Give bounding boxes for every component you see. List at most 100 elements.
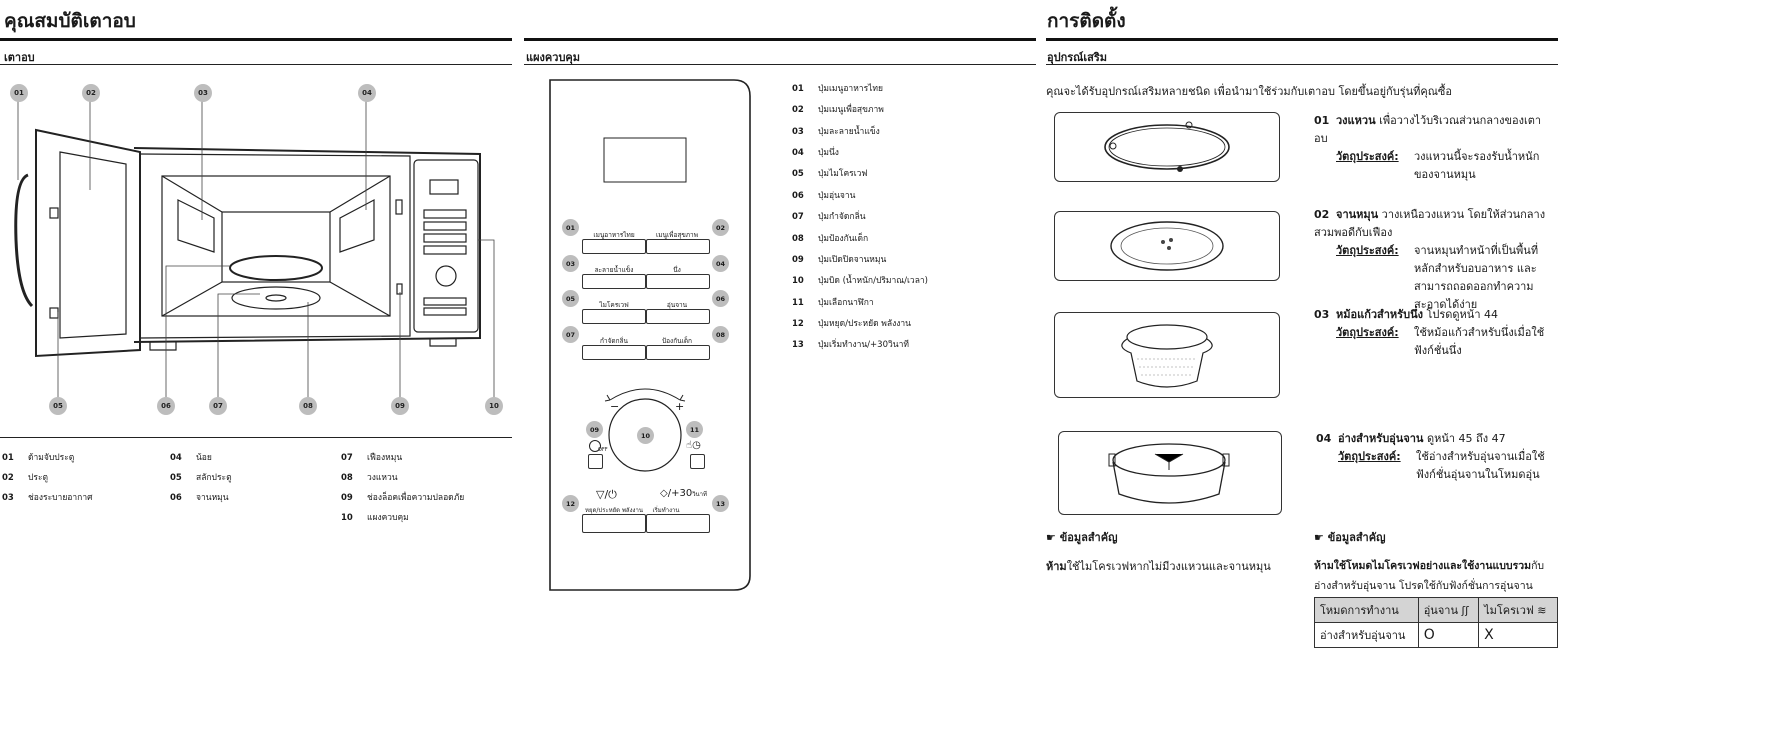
panel-callout-03: 03 — [562, 255, 579, 272]
defrost-button[interactable] — [582, 274, 646, 289]
dial-plus: + — [675, 400, 685, 413]
callout-05: 05 — [49, 397, 67, 415]
table-header: โหมดการทำงาน — [1314, 597, 1419, 623]
callout-10: 10 — [485, 397, 503, 415]
off-label: OFF — [598, 447, 608, 453]
steam-icon: ʃʃ — [1461, 604, 1469, 617]
panel-callout-04: 04 — [712, 255, 729, 272]
steam-button[interactable] — [646, 274, 710, 289]
microwave-icon: ≋ — [1537, 604, 1547, 617]
panel-button-label: ละลายน้ำแข็ง — [594, 266, 634, 274]
table-cell: O — [1417, 622, 1480, 648]
subtitle-rule — [524, 64, 1036, 65]
legend-rule — [0, 437, 512, 438]
section-subtitle-panel: แผงควบคุม — [526, 51, 581, 64]
callout-01: 01 — [10, 84, 28, 102]
callout-04: 04 — [358, 84, 376, 102]
control-panel-outline — [549, 79, 751, 591]
subtitle-rule — [1046, 64, 1558, 65]
title-rule — [524, 38, 1036, 41]
turntable-icon — [589, 440, 601, 452]
panel-callout-08: 08 — [712, 326, 729, 343]
callout-07: 07 — [209, 397, 227, 415]
turntable-image — [1054, 211, 1280, 281]
panel-callout-09: 09 — [586, 421, 603, 438]
table-cell: X — [1478, 622, 1558, 648]
stop-eco-label: หยุด/ประหยัด พลังงาน — [585, 507, 643, 514]
section-subtitle-accessories: อุปกรณ์เสริม — [1047, 51, 1107, 64]
start-plus30-label: ◇/+30วินาที — [660, 488, 707, 499]
panel-callout-10: 10 — [637, 427, 654, 444]
panel-callout-11: 11 — [686, 421, 703, 438]
deodorize-button[interactable] — [582, 345, 646, 360]
callout-08: 08 — [299, 397, 317, 415]
panel-button-label: ไมโครเวฟ — [599, 301, 629, 309]
page-title-installation: การติดตั้ง — [1047, 10, 1126, 32]
healthy-menu-button[interactable] — [646, 239, 710, 254]
stop-eco-icon: ▽/⏻ — [596, 488, 617, 501]
table-header: อุ่นจาน ʃʃ — [1417, 597, 1480, 623]
panel-callout-01: 01 — [562, 219, 579, 236]
dial-minus: − — [610, 400, 620, 413]
pointing-hand-icon: ☛ — [1314, 531, 1328, 544]
start-button[interactable] — [646, 514, 710, 533]
clock-button[interactable] — [690, 454, 705, 469]
panel-button-label: เมนูเพื่อสุขภาพ — [656, 231, 698, 239]
panel-callout-05: 05 — [562, 290, 579, 307]
mode-compatibility-table: โหมดการทำงาน อุ่นจาน ʃʃ ไมโครเวฟ ≋ อ่างส… — [1314, 597, 1558, 648]
microwave-button[interactable] — [582, 309, 646, 324]
child-lock-button[interactable] — [646, 345, 710, 360]
stop-eco-button[interactable] — [582, 514, 646, 533]
ring-image — [1054, 112, 1280, 182]
thai-menu-button[interactable] — [582, 239, 646, 254]
panel-callout-13: 13 — [712, 495, 729, 512]
panel-button-label: อุ่นจาน — [666, 301, 688, 309]
callout-09: 09 — [391, 397, 409, 415]
clock-icon: ☝◷ — [686, 440, 701, 451]
note-heading-1: ☛ ข้อมูลสำคัญ — [1046, 531, 1118, 544]
panel-callout-06: 06 — [712, 290, 729, 307]
plate-warm-button[interactable] — [646, 309, 710, 324]
subtitle-rule — [0, 64, 512, 65]
accessories-intro: คุณจะได้รับอุปกรณ์เสริมหลายชนิด เพื่อนำม… — [1046, 85, 1452, 98]
turntable-on-off-button[interactable] — [588, 454, 603, 469]
callout-03: 03 — [194, 84, 212, 102]
plate-warmer-bowl-image — [1058, 431, 1282, 515]
start-label: เริ่มทำงาน — [652, 507, 680, 514]
panel-button-label: กำจัดกลิ่น — [600, 337, 628, 345]
panel-button-label: นึ่ง — [673, 266, 681, 274]
note-heading-2: ☛ ข้อมูลสำคัญ — [1314, 531, 1386, 544]
title-rule — [1046, 38, 1558, 41]
panel-callout-02: 02 — [712, 219, 729, 236]
table-cell: อ่างสำหรับอุ่นจาน — [1314, 622, 1419, 648]
title-rule — [0, 38, 512, 41]
callout-02: 02 — [82, 84, 100, 102]
note-text-1: ห้ามใช้ไมโครเวฟหากไม่มีวงแหวนและจานหมุน — [1046, 560, 1271, 573]
callout-06: 06 — [157, 397, 175, 415]
